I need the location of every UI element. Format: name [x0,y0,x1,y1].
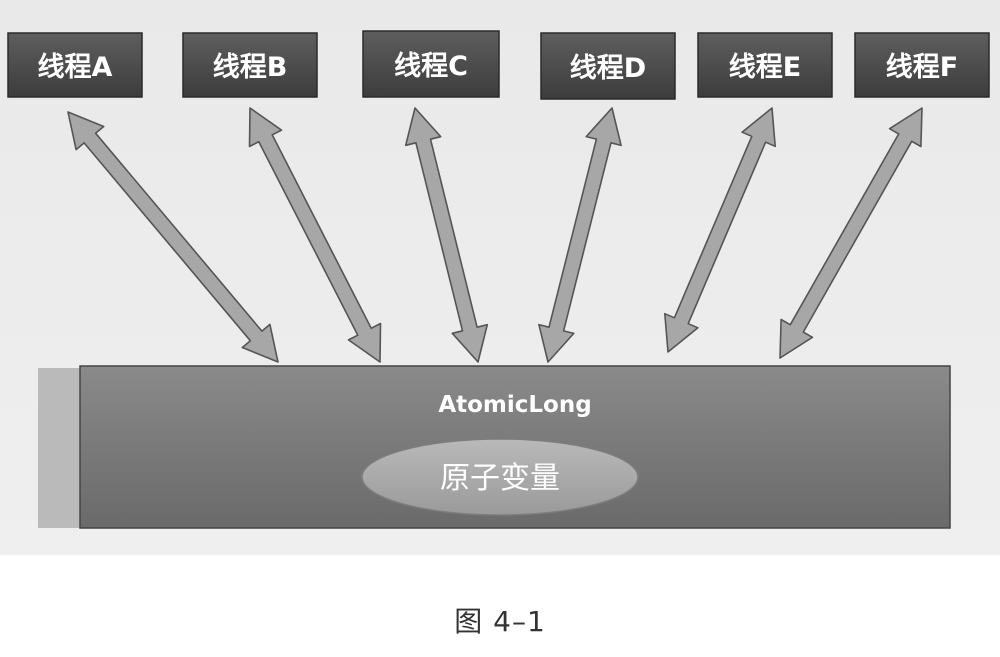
atomiclong-title: AtomicLong [438,392,591,418]
atomiclong-box: AtomicLong 原子变量 [38,365,951,529]
arrow-thread-a [67,111,279,363]
arrow-thread-d [538,107,622,363]
thread-box-a: 线程A [7,32,143,98]
arrow-thread-b [248,107,382,363]
arrow-thread-f [779,107,923,359]
thread-box-f: 线程F [854,32,990,98]
arrow-thread-e [663,107,777,353]
thread-label-c: 线程C [394,51,468,82]
thread-label-f: 线程F [886,52,958,83]
atomic-variable-ellipse [361,438,639,516]
thread-box-c: 线程C [362,30,500,98]
access-arrows [67,107,923,363]
thread-label-e: 线程E [729,52,801,83]
thread-label-b: 线程B [213,52,288,83]
thread-label-d: 线程D [570,53,646,84]
figure-caption: 图 4–1 [454,605,546,638]
atomiclong-diagram: AtomicLong 原子变量 线程A 线程B 线程C 线程D 线程E 线程F [0,0,1000,555]
thread-box-e: 线程E [697,32,833,98]
thread-box-d: 线程D [540,32,676,100]
arrow-thread-c [404,107,489,363]
thread-box-b: 线程B [182,32,318,98]
atomic-variable-label: 原子变量 [440,461,560,496]
thread-label-a: 线程A [38,52,113,83]
